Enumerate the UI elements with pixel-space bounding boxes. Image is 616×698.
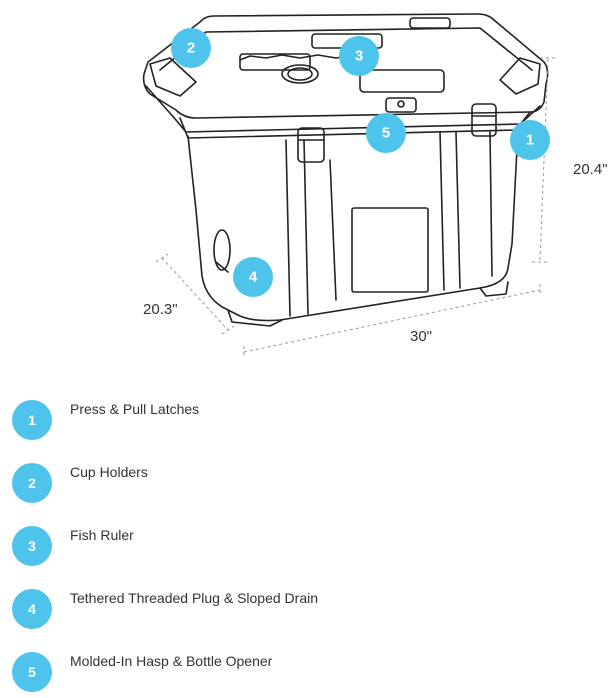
legend-label-5: Molded-In Hasp & Bottle Opener — [70, 653, 273, 669]
depth-dimension-label: 20.3" — [143, 301, 178, 318]
callout-badge-2[interactable]: 2 — [171, 28, 211, 68]
legend-badge-2: 2 — [12, 463, 52, 503]
callout-badge-1[interactable]: 1 — [510, 120, 550, 160]
svg-text:1: 1 — [526, 132, 534, 149]
legend-label-2: Cup Holders — [70, 464, 148, 480]
dimension-lines — [155, 57, 556, 358]
callout-badge-5[interactable]: 5 — [366, 113, 406, 153]
legend-label-3: Fish Ruler — [70, 527, 134, 543]
legend-label-1: Press & Pull Latches — [70, 401, 200, 417]
height-dimension-label: 20.4" — [573, 161, 608, 178]
legend-label-4: Tethered Threaded Plug & Sloped Drain — [70, 590, 319, 606]
legend-badge-1: 1 — [12, 400, 52, 440]
svg-text:5: 5 — [382, 125, 390, 142]
svg-text:3: 3 — [355, 48, 363, 65]
cooler-outline — [142, 13, 549, 327]
legend-badge-3: 3 — [12, 526, 52, 566]
svg-text:4: 4 — [249, 269, 258, 286]
legend-badge-4: 4 — [12, 589, 52, 629]
svg-text:2: 2 — [187, 40, 195, 57]
callout-badge-3[interactable]: 3 — [339, 36, 379, 76]
cooler-illustration: 1 2 3 4 5 — [142, 13, 556, 358]
legend-badge-5: 5 — [12, 652, 52, 692]
width-dimension-label: 30" — [410, 328, 433, 345]
callout-badge-4[interactable]: 4 — [233, 257, 273, 297]
